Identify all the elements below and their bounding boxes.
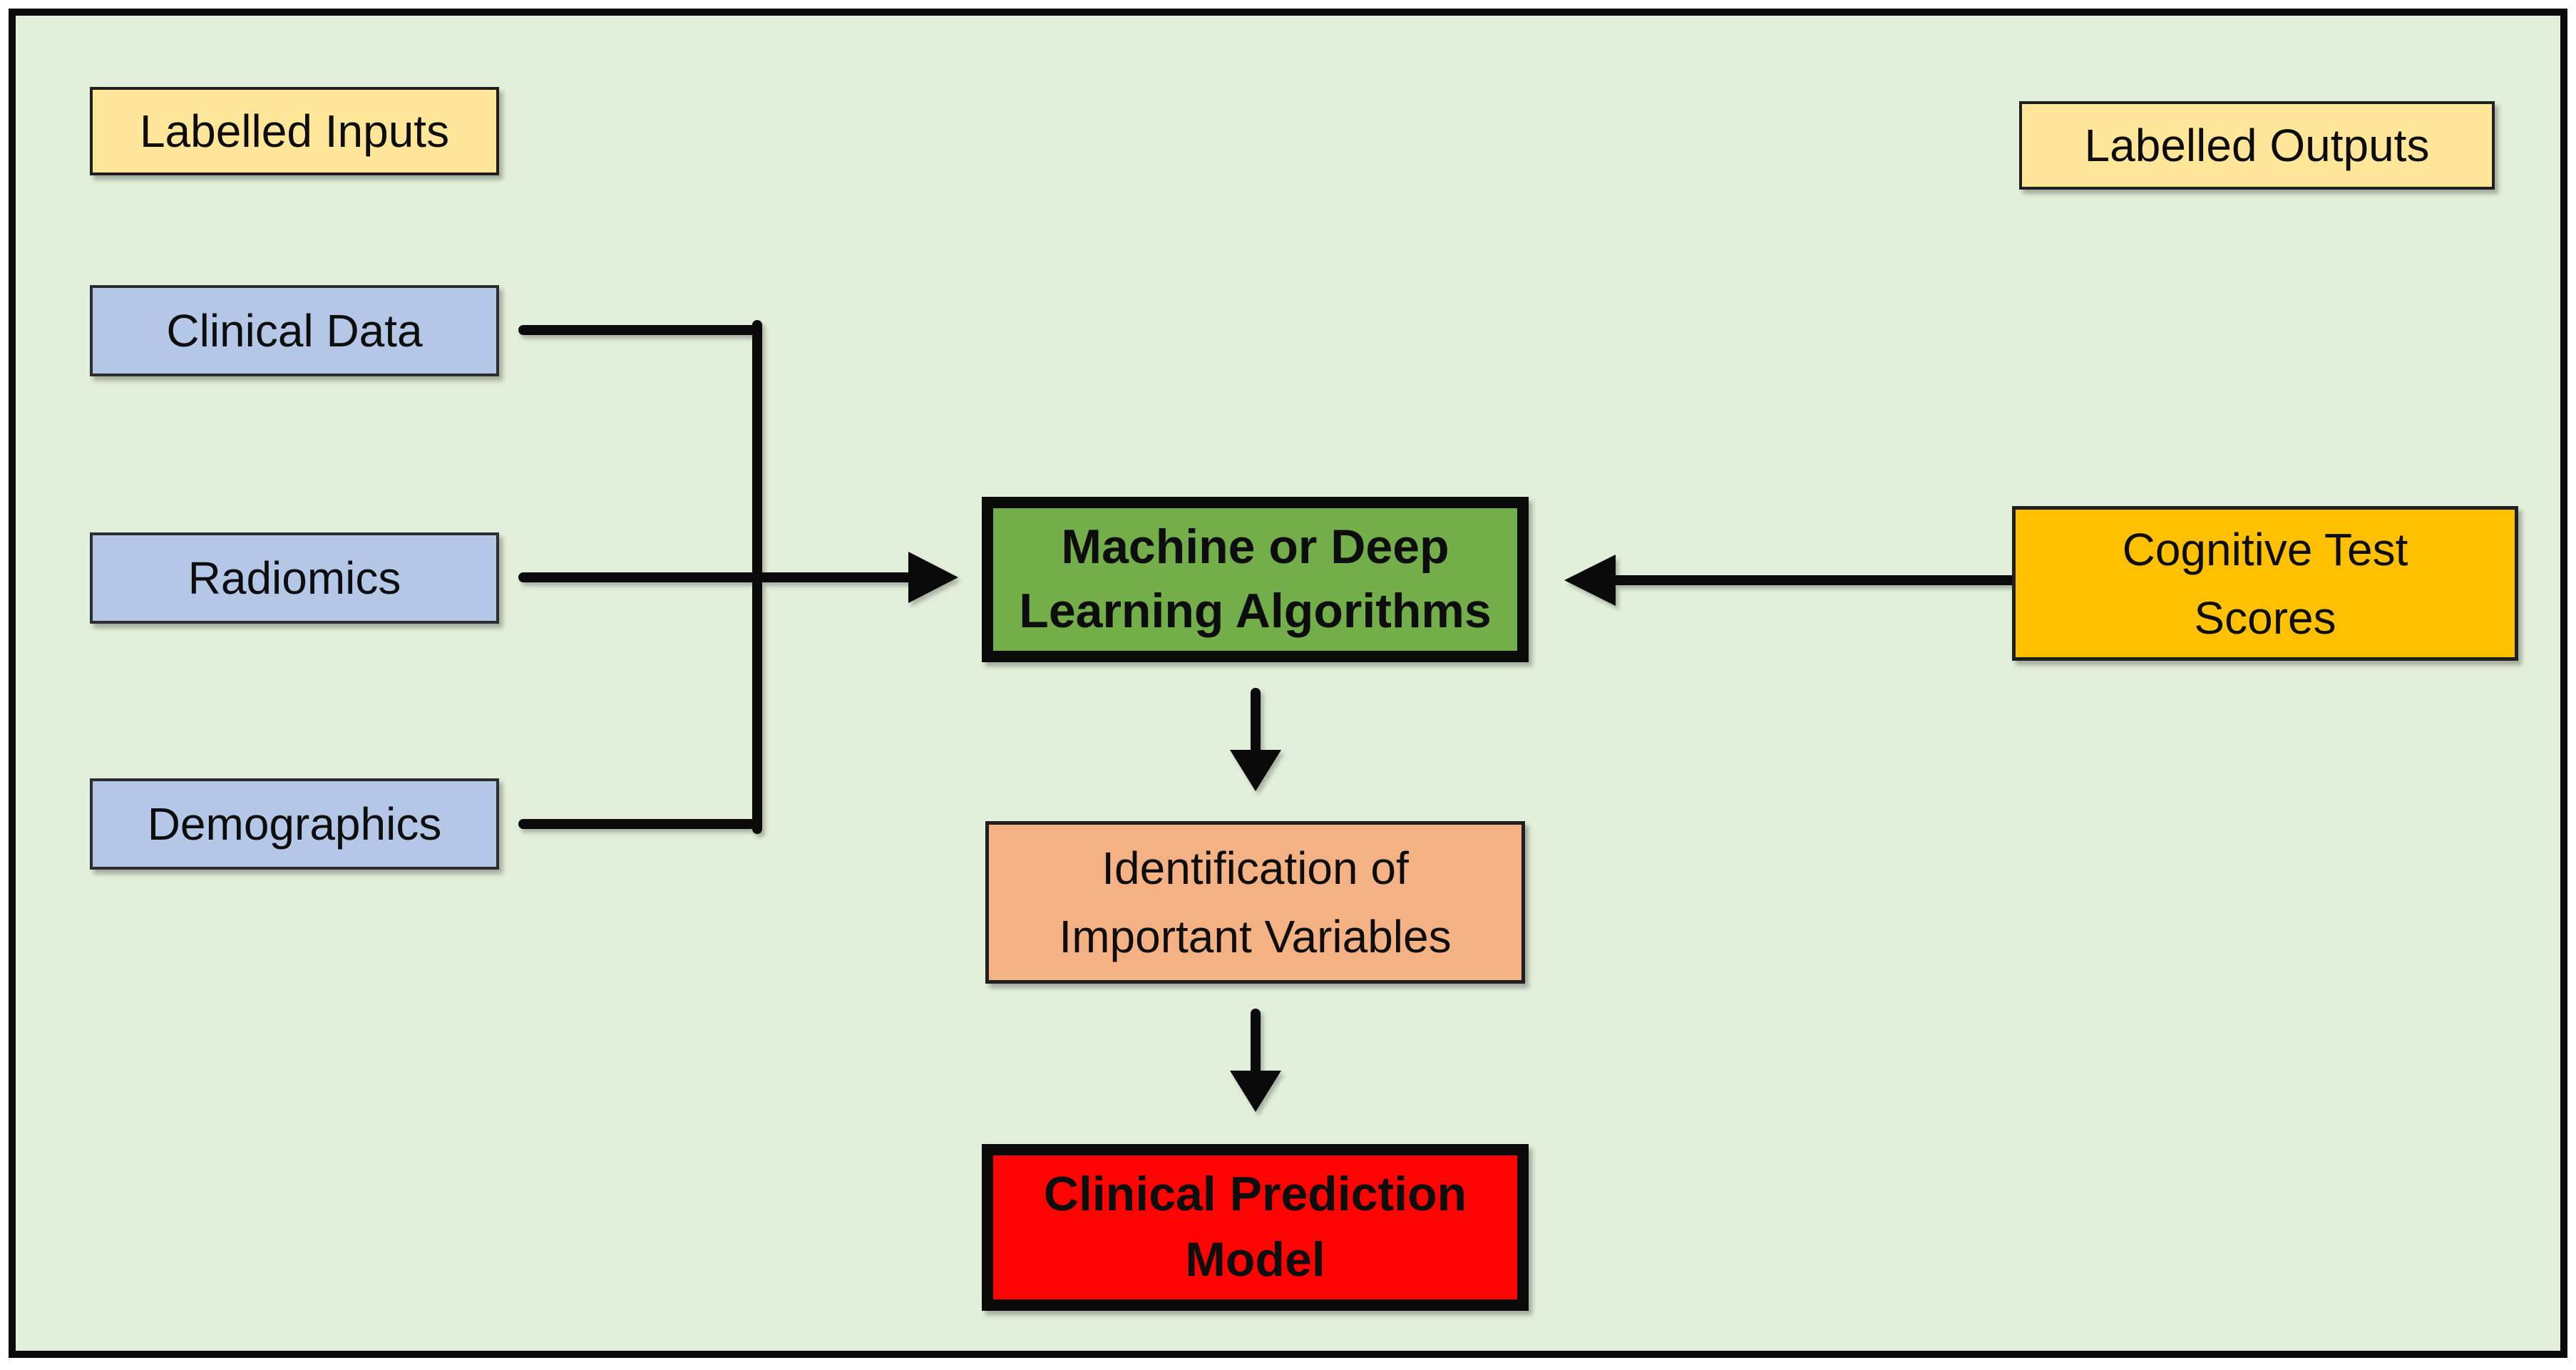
node-identification-important-variables: Identification of Important Variables bbox=[985, 821, 1525, 984]
node-clinical-data: Clinical Data bbox=[90, 285, 499, 376]
arrow-algorithms-to-variables-head bbox=[1230, 750, 1281, 791]
arrow-variables-to-model-head bbox=[1230, 1071, 1281, 1112]
node-radiomics: Radiomics bbox=[90, 532, 499, 624]
node-machine-deep-learning-algorithms: Machine or Deep Learning Algorithms bbox=[982, 497, 1529, 662]
connector-layer bbox=[518, 320, 2017, 1112]
arrow-cognitive-to-algorithms-head bbox=[1564, 555, 1616, 606]
node-clinical-prediction-model: Clinical Prediction Model bbox=[982, 1144, 1529, 1311]
section-label-outputs: Labelled Outputs bbox=[2019, 101, 2495, 190]
node-demographics: Demographics bbox=[90, 778, 499, 870]
diagram-panel: Labelled Inputs Labelled Outputs Clinica… bbox=[9, 9, 2567, 1358]
node-cognitive-test-scores: Cognitive Test Scores bbox=[2012, 506, 2518, 661]
arrow-radiomics-to-algorithms-head bbox=[908, 552, 958, 603]
section-label-inputs: Labelled Inputs bbox=[90, 87, 499, 175]
